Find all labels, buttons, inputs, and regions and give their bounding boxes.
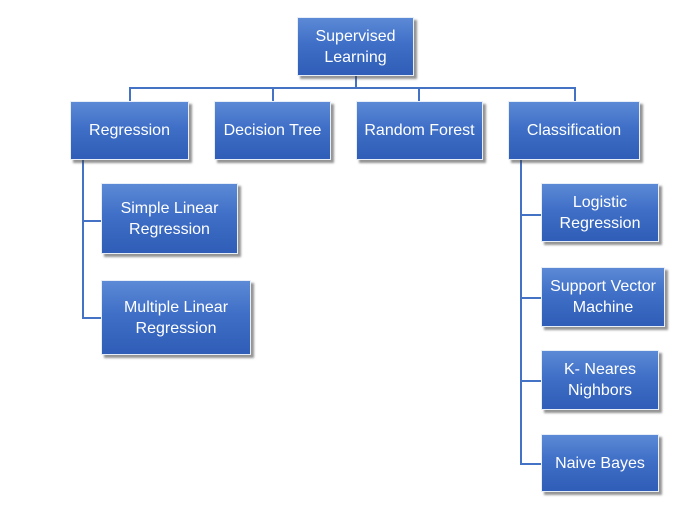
connector-to-naive-bayes: [520, 463, 542, 465]
leaf-node-k-nearest-neighbors: K- Neares Nighbors: [541, 350, 659, 410]
connector-classification-spine: [520, 160, 522, 464]
connector-to-simple-linear: [82, 220, 102, 222]
connector-to-decision-tree: [272, 87, 274, 101]
category-node-regression: Regression: [70, 101, 189, 160]
leaf-node-simple-linear-regression: Simple Linear Regression: [101, 183, 238, 254]
connector-to-knn: [520, 380, 542, 382]
category-node-random-forest: Random Forest: [356, 101, 483, 160]
connector-to-logistic: [520, 214, 542, 216]
connector-regression-spine: [82, 160, 84, 318]
leaf-node-support-vector-machine: Support Vector Machine: [541, 267, 665, 327]
connector-to-regression: [129, 87, 131, 101]
connector-category-bar: [129, 87, 576, 89]
connector-to-svm: [520, 297, 542, 299]
category-node-classification: Classification: [508, 101, 640, 160]
category-node-decision-tree: Decision Tree: [214, 101, 331, 160]
connector-to-random-forest: [418, 87, 420, 101]
connector-root-down: [355, 76, 357, 88]
leaf-node-logistic-regression: Logistic Regression: [541, 183, 659, 242]
connector-to-classification: [574, 87, 576, 101]
root-node-supervised-learning: Supervised Learning: [297, 17, 414, 76]
leaf-node-multiple-linear-regression: Multiple Linear Regression: [101, 280, 251, 355]
leaf-node-naive-bayes: Naive Bayes: [541, 434, 659, 492]
connector-to-multiple-linear: [82, 317, 102, 319]
